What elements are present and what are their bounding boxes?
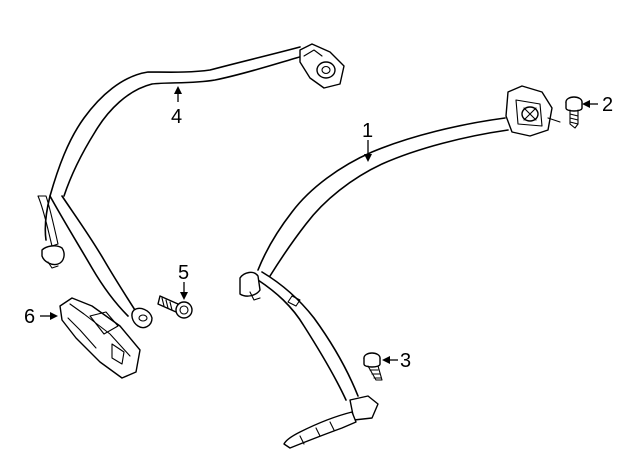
callout-label-6: 6: [24, 306, 35, 328]
callout-label-2: 2: [602, 94, 613, 116]
part-3-bolt: [363, 352, 383, 381]
part-2-bolt: [565, 96, 583, 129]
callout-label-4: 4: [171, 106, 182, 128]
callout-leaders: [40, 86, 598, 364]
part-6-buckle: [59, 297, 141, 379]
part-5-bolt: [157, 295, 193, 319]
callout-label-3: 3: [400, 350, 411, 372]
callout-label-1: 1: [362, 120, 373, 142]
part-4-rear-seat-belt: [37, 43, 345, 329]
part-1-front-seat-belt: [239, 85, 561, 449]
callout-label-5: 5: [178, 262, 189, 284]
